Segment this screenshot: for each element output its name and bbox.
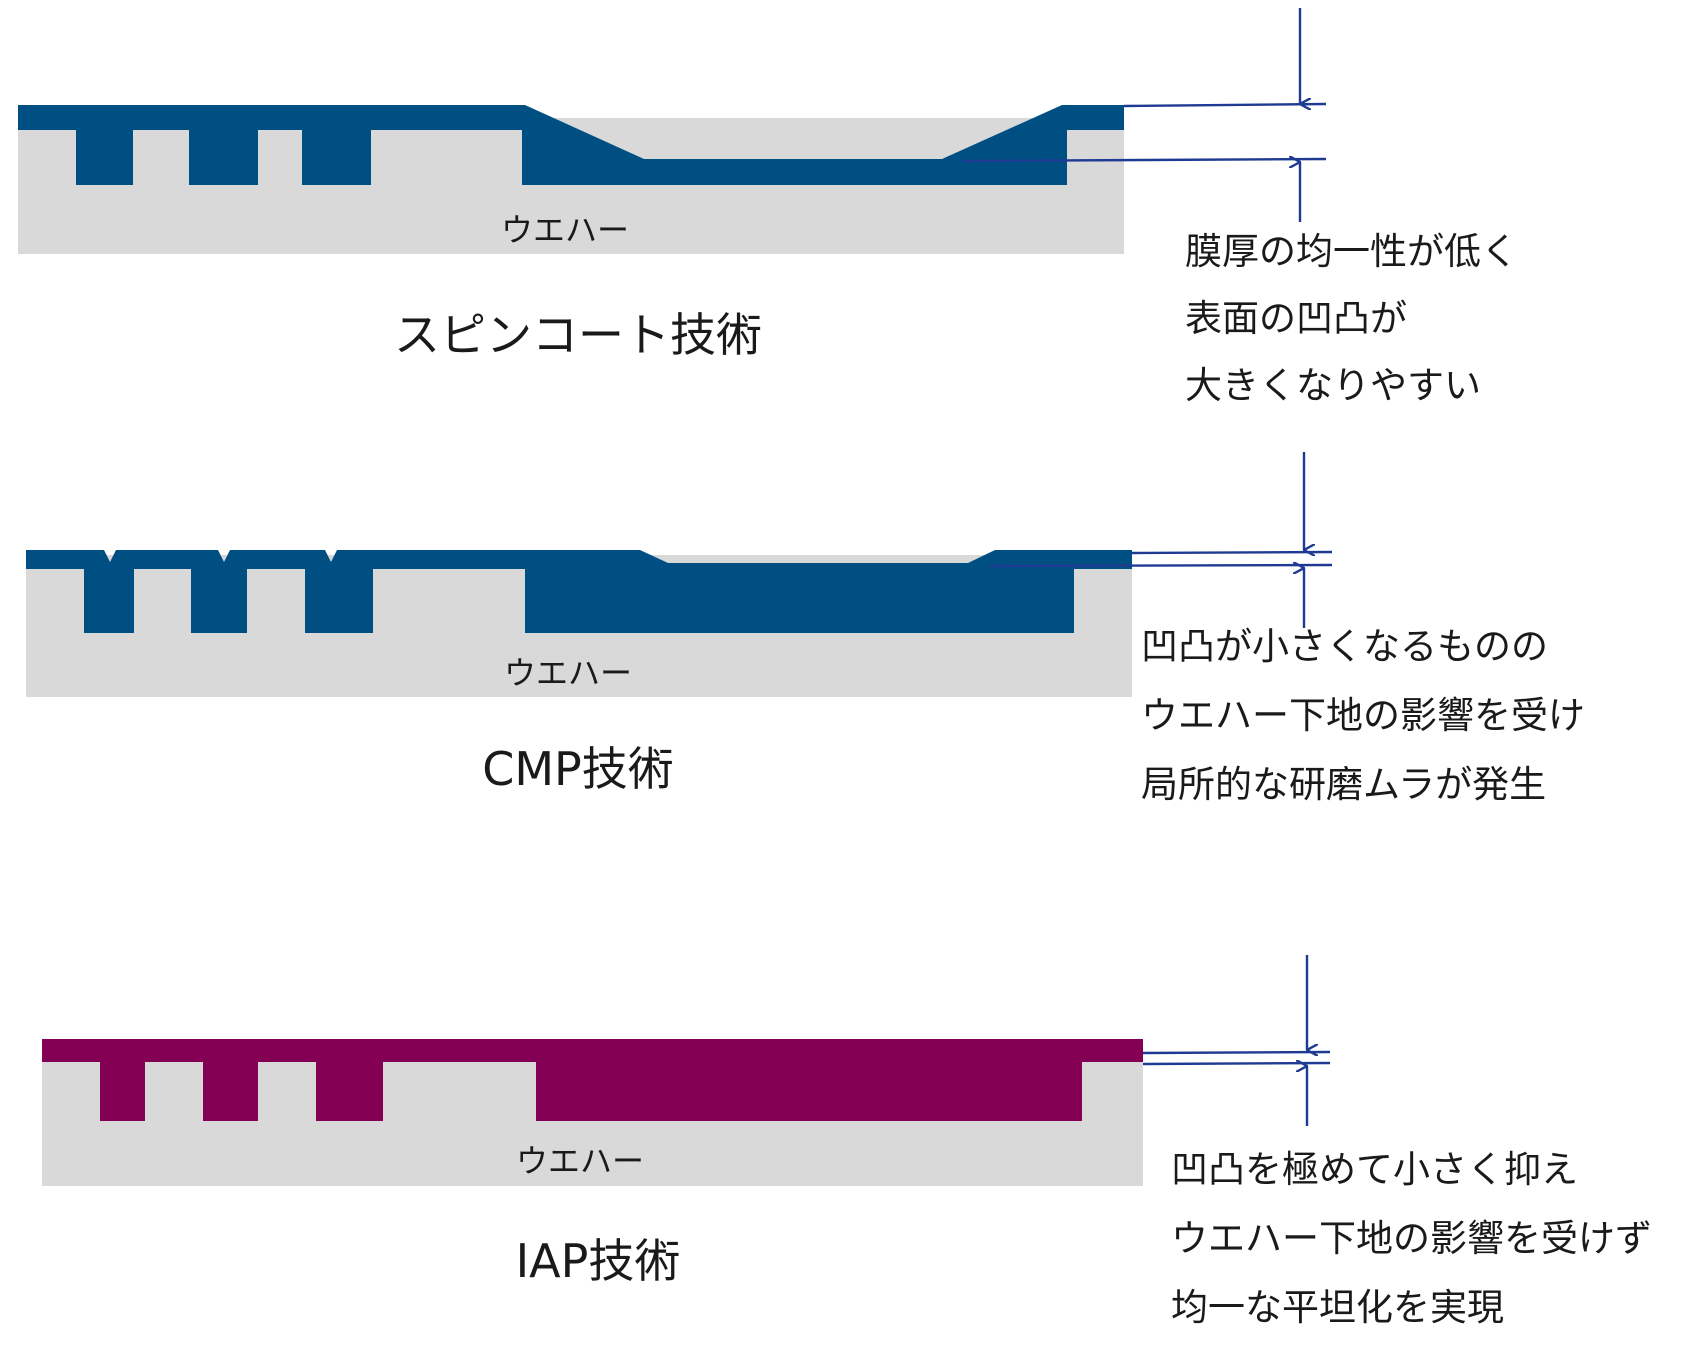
iap-note-line-3: 均一な平坦化を実現 bbox=[1171, 1286, 1504, 1329]
iap-thickness-indicator bbox=[1142, 955, 1331, 1126]
spin-note-line-3: 大きくなりやすい bbox=[1185, 364, 1481, 407]
spin-film bbox=[18, 105, 1124, 185]
spin-thickness-indicator bbox=[961, 8, 1327, 222]
spin-wafer-label: ウエハー bbox=[501, 211, 629, 249]
cmp-notes: 凹凸が小さくなるものの ウエハー下地の影響を受け 局所的な研磨ムラが発生 bbox=[1141, 625, 1585, 806]
iap-note-line-1: 凹凸を極めて小さく抑え bbox=[1171, 1148, 1578, 1191]
cmp-panel: ウエハー CMP技術 凹凸が小さくなるものの ウエハー下地の影響を受け 局所的な… bbox=[26, 452, 1585, 806]
cmp-note-line-1: 凹凸が小さくなるものの bbox=[1141, 625, 1548, 668]
spin-note-line-2: 表面の凹凸が bbox=[1185, 297, 1407, 340]
cmp-wafer-label: ウエハー bbox=[504, 654, 632, 692]
cmp-note-line-3: 局所的な研磨ムラが発生 bbox=[1141, 763, 1546, 806]
iap-film bbox=[42, 1039, 1143, 1121]
iap-notes: 凹凸を極めて小さく抑え ウエハー下地の影響を受けず 均一な平坦化を実現 bbox=[1171, 1148, 1652, 1329]
spin-note-line-1: 膜厚の均一性が低く bbox=[1185, 230, 1518, 273]
spin-notes: 膜厚の均一性が低く 表面の凹凸が 大きくなりやすい bbox=[1185, 230, 1518, 407]
spin-coat-panel: ウエハー スピンコート技術 膜厚の均一性が低く 表面の凹凸が 大きくなりやすい bbox=[18, 8, 1518, 407]
spin-title: スピンコート技術 bbox=[394, 308, 762, 362]
cmp-thickness-indicator bbox=[989, 452, 1333, 628]
cmp-film bbox=[26, 550, 1132, 633]
iap-title: IAP技術 bbox=[516, 1234, 681, 1288]
iap-wafer-label: ウエハー bbox=[516, 1142, 644, 1180]
cmp-title: CMP技術 bbox=[482, 742, 674, 796]
iap-panel: ウエハー IAP技術 凹凸を極めて小さく抑え ウエハー下地の影響を受けず 均一な… bbox=[42, 955, 1652, 1329]
cmp-note-line-2: ウエハー下地の影響を受け bbox=[1141, 694, 1585, 737]
iap-note-line-2: ウエハー下地の影響を受けず bbox=[1171, 1217, 1652, 1260]
